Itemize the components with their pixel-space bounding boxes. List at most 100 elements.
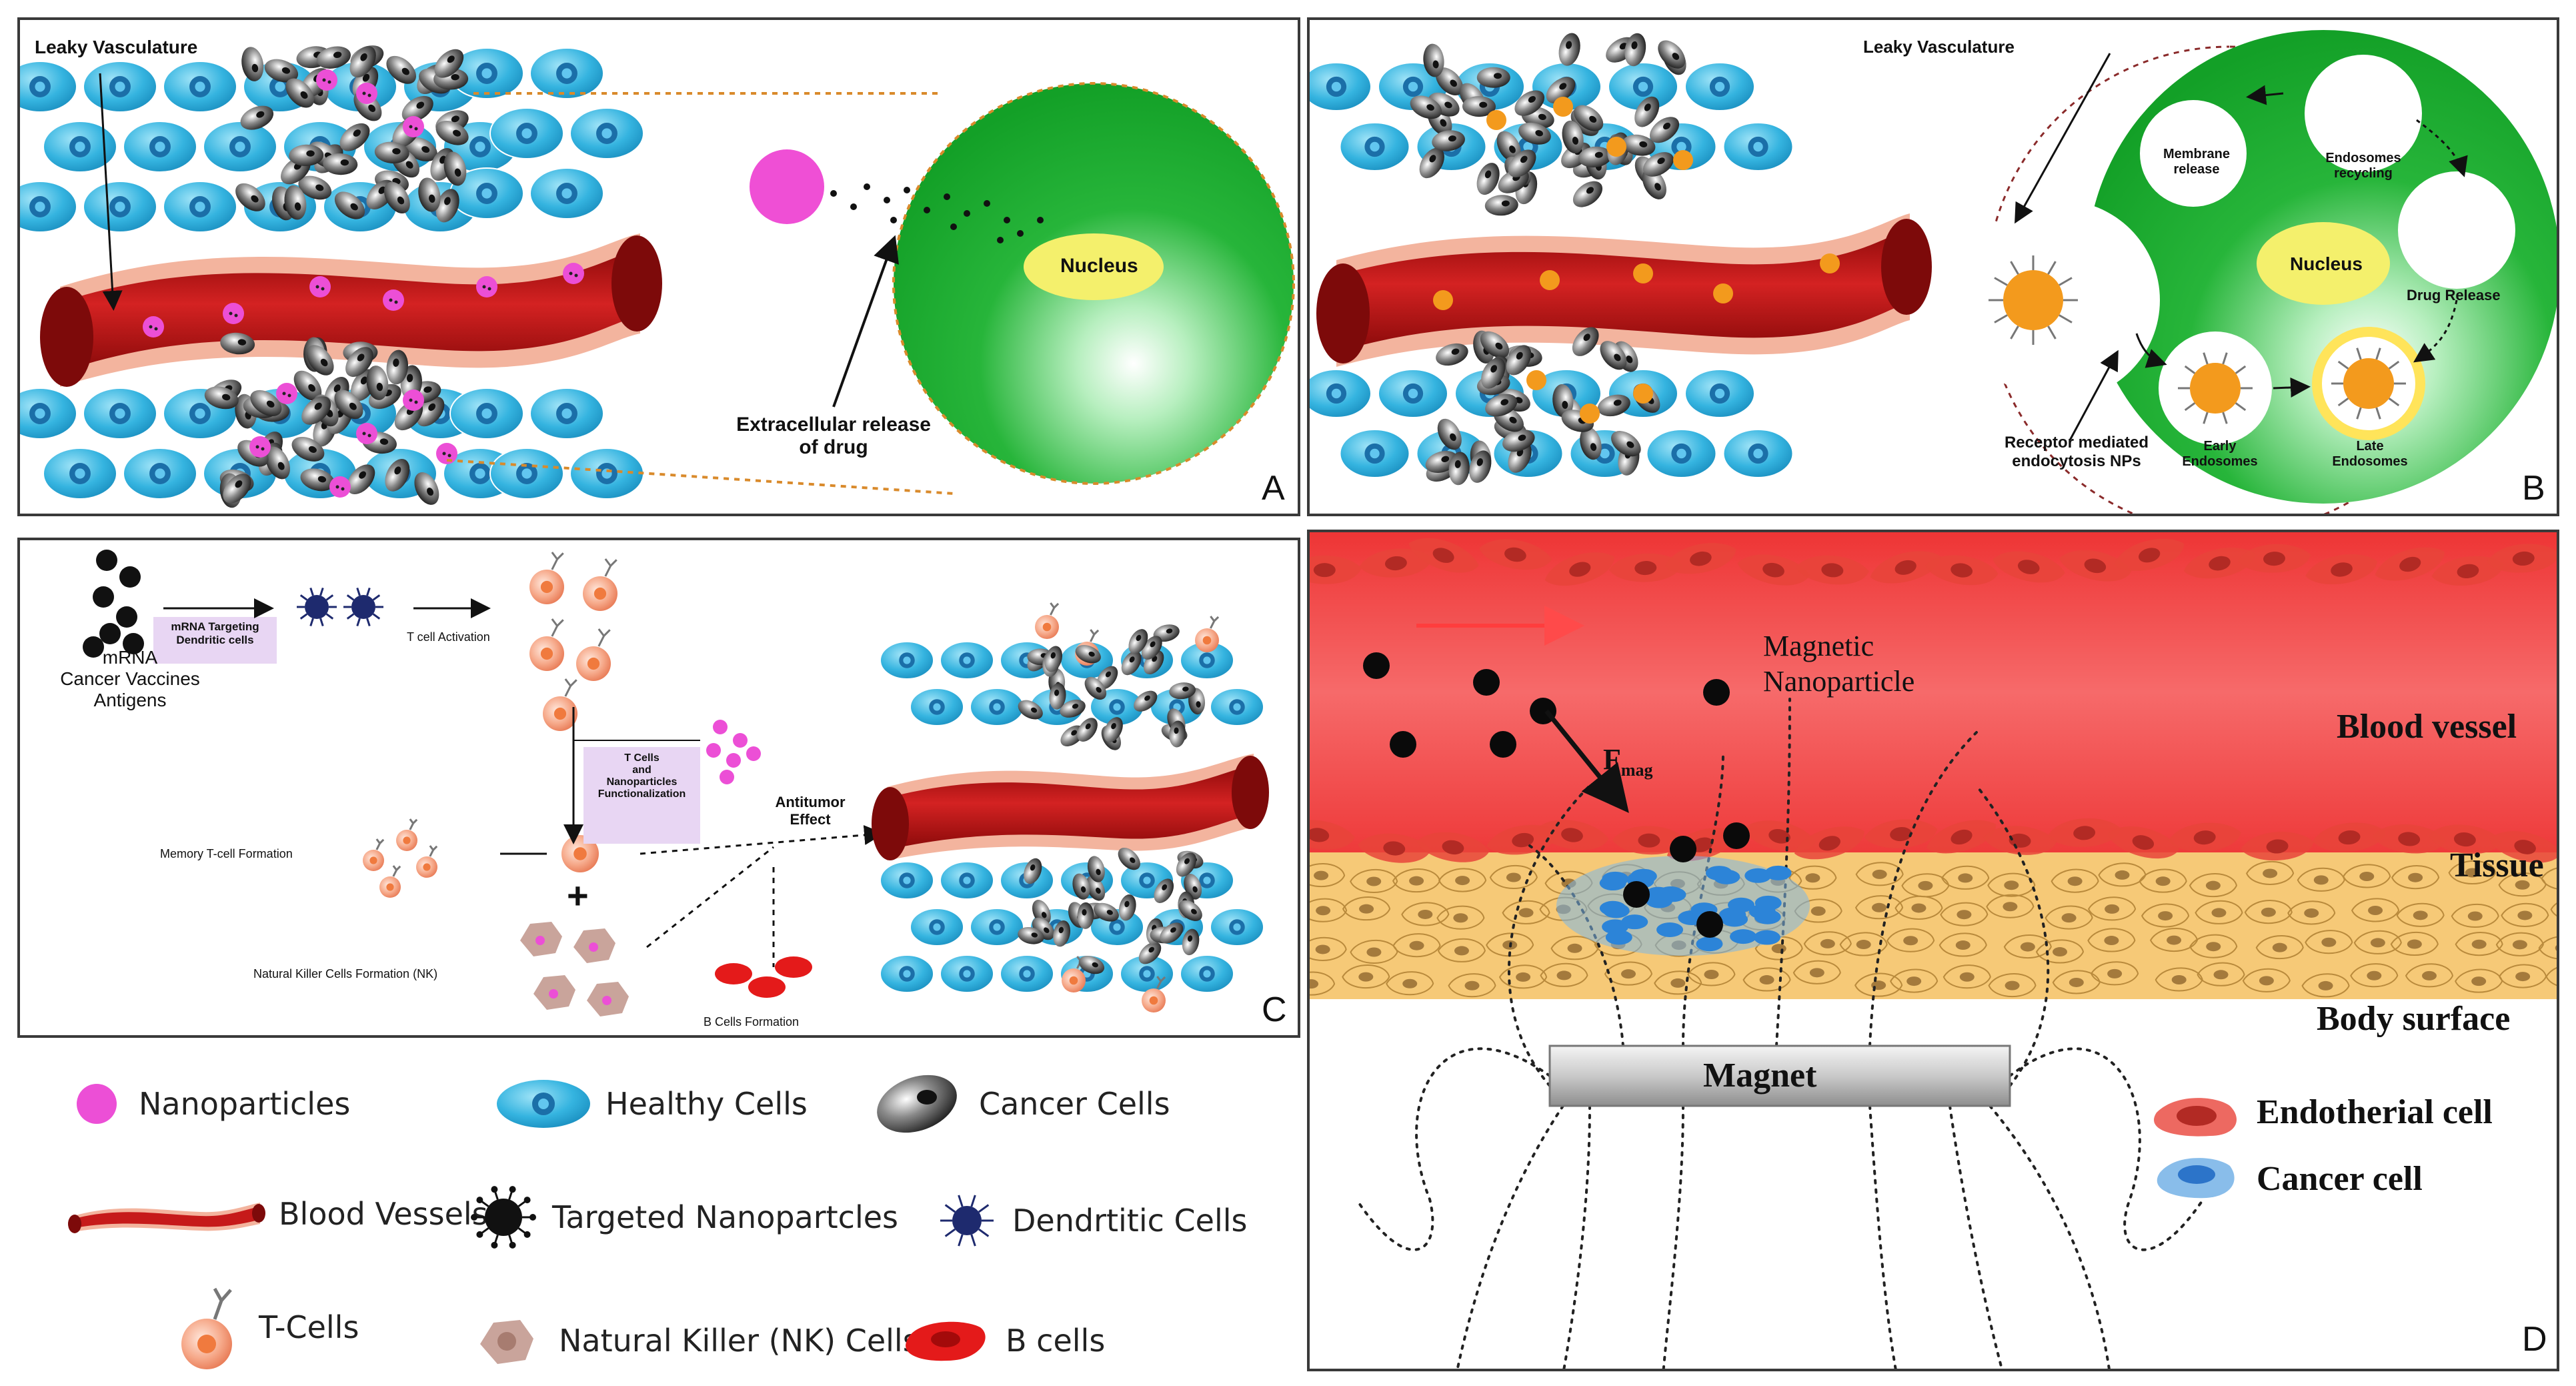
magnetic-nanoparticle-label: Magnetic Nanoparticle bbox=[1763, 630, 1915, 698]
endothelial-cell bbox=[2431, 556, 2504, 586]
cancer-cell-cluster-top bbox=[235, 45, 469, 223]
nanoparticle bbox=[356, 83, 377, 104]
cancer-cell bbox=[1485, 394, 1518, 417]
nucleus bbox=[2257, 222, 2390, 305]
b-cells-formation-label: B Cells Formation bbox=[704, 1015, 800, 1028]
healthy-cell bbox=[940, 641, 994, 680]
healthy-cell bbox=[20, 61, 77, 113]
cancer-cell bbox=[1728, 897, 1755, 912]
endothelial-cell bbox=[2428, 824, 2502, 854]
cancer-cell bbox=[414, 472, 439, 505]
cancer-cell bbox=[1721, 912, 1748, 927]
nk-cell-icon bbox=[480, 1320, 533, 1364]
cancer-cell bbox=[1084, 676, 1107, 700]
cancer-cell bbox=[1087, 856, 1105, 882]
early-endosomes-label: Early Endosomes bbox=[2182, 439, 2258, 469]
nk-formation-label: Natural Killer Cells Formation (NK) bbox=[253, 967, 438, 980]
cancer-cell bbox=[1754, 909, 1781, 924]
nanoparticle bbox=[249, 436, 271, 458]
cancer-cell-legend-icon bbox=[2157, 1158, 2235, 1199]
endothelial-cell bbox=[1925, 555, 1999, 586]
orange-nanoparticle bbox=[1713, 283, 1733, 303]
cancer-cell bbox=[1484, 195, 1518, 216]
legend-targeted-nanoparticles: Targeted Nanopartcles bbox=[467, 1184, 898, 1251]
cancer-cell bbox=[1138, 942, 1162, 964]
cancer-cell bbox=[1049, 682, 1066, 710]
endothelial-cell bbox=[1536, 820, 1609, 850]
mrna-targeting-label: mRNA Targeting Dendritic cells bbox=[171, 620, 259, 646]
legend-dendritic-cells-label: Dendrtitic Cells bbox=[1012, 1203, 1248, 1239]
antitumor-effect-label: Antitumor Effect bbox=[775, 794, 846, 828]
cancer-cell bbox=[1072, 873, 1090, 900]
healthy-cell bbox=[20, 388, 77, 440]
extracellular-release-label: Extracellular release of drug bbox=[736, 414, 931, 458]
magnetic-nanoparticle bbox=[1490, 731, 1516, 758]
cancer-cell bbox=[1730, 929, 1757, 944]
healthy-cell bbox=[1000, 954, 1054, 993]
cancer-cell bbox=[265, 446, 290, 480]
healthy-cell-icon bbox=[497, 1080, 590, 1128]
cancer-cell bbox=[1496, 131, 1521, 162]
cancer-cell bbox=[223, 474, 251, 504]
panel-c-illustration bbox=[83, 550, 1269, 1016]
legend-nk-cells: Natural Killer (NK) Cells bbox=[467, 1311, 919, 1371]
cancer-cell bbox=[1024, 858, 1042, 884]
blood-vessel-icon bbox=[68, 1203, 265, 1233]
cancer-cell bbox=[1178, 900, 1202, 921]
cancer-cell bbox=[334, 390, 363, 420]
healthy-cell bbox=[1210, 688, 1264, 726]
cancer-cell bbox=[401, 95, 433, 122]
endothelial-cell bbox=[1796, 555, 1869, 585]
cancer-cell bbox=[289, 144, 324, 167]
cancer-cell bbox=[1744, 868, 1772, 883]
legend-t-cells: T-Cells bbox=[173, 1281, 359, 1374]
orange-nanoparticle bbox=[1486, 110, 1506, 130]
cancer-cell bbox=[1518, 122, 1551, 145]
nanoparticle bbox=[746, 746, 761, 761]
cancer-cell bbox=[1506, 345, 1532, 376]
panel-c: mRNA Cancer Vaccines Antigens mRNA Targe… bbox=[17, 538, 1300, 1038]
blood-vessel bbox=[872, 754, 1269, 860]
nanoparticle bbox=[476, 276, 497, 297]
cancer-cell bbox=[1060, 699, 1086, 718]
cancer-cell bbox=[323, 153, 358, 175]
healthy-cell bbox=[880, 861, 934, 900]
healthy-cell bbox=[83, 388, 157, 440]
healthy-cell bbox=[123, 448, 197, 500]
cancer-cell bbox=[345, 347, 373, 378]
cancer-cell-label: Cancer cell bbox=[2257, 1160, 2423, 1198]
healthy-cell bbox=[20, 181, 77, 233]
t-cell-icon bbox=[181, 1287, 232, 1369]
cancer-cell bbox=[1508, 149, 1536, 177]
healthy-cell bbox=[163, 181, 237, 233]
cancer-cell bbox=[284, 185, 307, 220]
cancer-cell bbox=[1764, 865, 1792, 880]
nanoparticle bbox=[706, 743, 721, 758]
endothelial-cell bbox=[1794, 826, 1864, 860]
magnetic-nanoparticle bbox=[1473, 669, 1500, 696]
endothelial-cell bbox=[1993, 551, 2065, 583]
panel-label-a: A bbox=[1262, 469, 1285, 508]
cancer-cell bbox=[435, 189, 459, 223]
orange-nanoparticle bbox=[1526, 370, 1546, 390]
cancer-cell bbox=[241, 47, 264, 81]
cancer-cell bbox=[1476, 163, 1500, 195]
cancer-cell bbox=[1448, 452, 1470, 486]
cancer-cell bbox=[306, 345, 334, 376]
healthy-cell bbox=[970, 688, 1024, 726]
cancer-cell bbox=[443, 151, 467, 186]
cancer-cell bbox=[1134, 690, 1158, 712]
cancer-cell bbox=[1600, 341, 1627, 370]
healthy-cell bbox=[1210, 908, 1264, 946]
cancer-cell bbox=[1514, 90, 1545, 116]
cancer-cell-cluster-bottom bbox=[204, 332, 445, 508]
nanoparticle bbox=[309, 276, 331, 297]
orange-nanoparticle bbox=[1553, 97, 1573, 117]
b-cell bbox=[775, 956, 812, 978]
legend-t-cells-label: T-Cells bbox=[259, 1309, 359, 1345]
healthy-cell bbox=[970, 908, 1024, 946]
orange-nanoparticle bbox=[1433, 290, 1453, 310]
cancer-cell bbox=[383, 181, 410, 214]
orange-nanoparticle bbox=[1606, 137, 1626, 157]
endothelial-cell bbox=[2313, 822, 2386, 852]
